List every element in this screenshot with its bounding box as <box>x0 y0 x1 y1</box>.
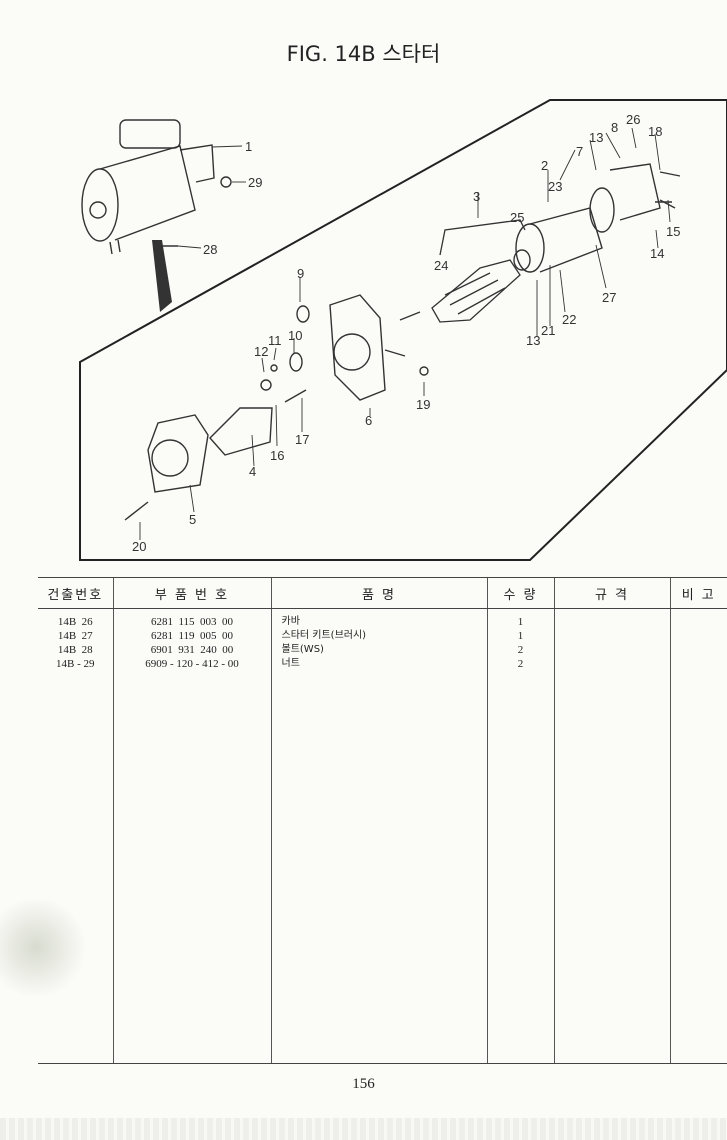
part-no-column: 6281 115 003 00 6281 119 005 00 6901 931… <box>112 608 271 1064</box>
table-cell: 14B - 29 <box>56 658 95 670</box>
callout-21: 21 <box>541 323 555 338</box>
table-cell <box>671 615 727 629</box>
table-cell: 볼트(WS) <box>281 644 324 655</box>
callout-26: 26 <box>626 112 640 127</box>
table-cell <box>555 657 670 671</box>
armature-assembly <box>399 219 526 323</box>
col-header-qty: 수 량 <box>486 577 554 609</box>
table-cell: 14B 26 <box>57 616 93 628</box>
diagram-frame <box>79 99 727 561</box>
drive-housing <box>329 294 429 401</box>
callout-12: 12 <box>254 344 268 359</box>
ref-column: 14B 26 14B 27 14B 28 14B - 29 <box>38 608 113 1064</box>
table-cell: 6281 119 005 00 <box>150 630 234 642</box>
end-cover <box>589 163 676 233</box>
parts-table: 건출번호 부 품 번 호 품 명 수 량 규 격 비 고 14B 26 14B … <box>38 577 727 1064</box>
table-cell: 6909 - 120 - 412 - 00 <box>145 658 239 670</box>
table-cell <box>671 657 727 671</box>
callout-17: 17 <box>295 432 309 447</box>
exploded-parts-diagram: 1 2 3 4 5 6 7 8 9 10 11 12 13 13 14 15 1… <box>79 99 727 561</box>
pinion-clutch <box>209 305 310 456</box>
table-body: 14B 26 14B 27 14B 28 14B - 29 6281 115 0… <box>38 608 727 1064</box>
yoke <box>513 207 603 273</box>
table-cell: 2 <box>517 644 524 656</box>
table-cell: 6901 931 240 00 <box>150 644 234 656</box>
callout-leaders <box>139 127 671 540</box>
col-header-ref: 건출번호 <box>38 577 113 609</box>
callout-9: 9 <box>297 266 304 281</box>
table-cell <box>555 629 670 643</box>
table-cell: 14B 28 <box>57 644 93 656</box>
table-cell <box>671 643 727 657</box>
table-cell: 1 <box>517 616 524 628</box>
callout-18: 18 <box>648 124 662 139</box>
table-cell: 카바 <box>281 616 300 627</box>
fasteners <box>160 171 681 247</box>
callout-16: 16 <box>270 448 284 463</box>
callout-5: 5 <box>189 512 196 527</box>
callout-8: 8 <box>611 120 618 135</box>
spec-column <box>553 608 670 1064</box>
callout-10: 10 <box>288 328 302 343</box>
table-cell <box>555 615 670 629</box>
table-cell: 스타터 키트(브러시) <box>281 630 367 641</box>
callout-19: 19 <box>416 397 430 412</box>
callout-13-upper: 13 <box>589 130 603 145</box>
front-bracket <box>124 414 209 521</box>
callout-6: 6 <box>365 413 372 428</box>
col-header-part-no: 부 품 번 호 <box>112 577 271 609</box>
table-cell: 너트 <box>281 658 300 669</box>
callout-28: 28 <box>203 242 217 257</box>
page-number: 156 <box>352 1076 375 1092</box>
col-header-note: 비 고 <box>669 577 727 609</box>
callout-4: 4 <box>249 464 256 479</box>
callout-1: 1 <box>245 139 252 154</box>
note-column <box>669 608 727 1064</box>
callout-23: 23 <box>548 179 562 194</box>
callout-27: 27 <box>602 290 616 305</box>
table-cell: 1 <box>517 630 524 642</box>
scan-edge-strip <box>0 1118 727 1140</box>
table-header-row: 건출번호 부 품 번 호 품 명 수 량 규 격 비 고 <box>38 577 727 609</box>
page-title: FIG. 14B 스타터 <box>286 42 441 66</box>
callout-25: 25 <box>510 210 524 225</box>
callout-2: 2 <box>541 158 548 173</box>
callout-3: 3 <box>473 189 480 204</box>
assembled-starter <box>81 119 215 255</box>
callout-15: 15 <box>666 224 680 239</box>
callout-22: 22 <box>562 312 576 327</box>
callout-29: 29 <box>248 175 262 190</box>
callout-11: 11 <box>268 333 282 348</box>
qty-column: 1 1 2 2 <box>486 608 554 1064</box>
callout-13-lower: 13 <box>526 333 540 348</box>
table-cell: 2 <box>517 658 524 670</box>
table-cell <box>555 643 670 657</box>
scan-smudge <box>0 900 90 995</box>
callout-14: 14 <box>650 246 664 261</box>
name-column: 카바 스타터 키트(브러시) 볼트(WS) 너트 <box>270 608 487 1064</box>
callout-7: 7 <box>576 144 583 159</box>
table-cell: 14B 27 <box>57 630 93 642</box>
callout-24: 24 <box>434 258 448 273</box>
table-cell <box>671 629 727 643</box>
pointer-wedge <box>152 240 172 312</box>
callout-20: 20 <box>132 539 146 554</box>
table-cell: 6281 115 003 00 <box>150 616 234 628</box>
col-header-name: 품 명 <box>270 577 487 609</box>
col-header-spec: 규 격 <box>553 577 670 609</box>
